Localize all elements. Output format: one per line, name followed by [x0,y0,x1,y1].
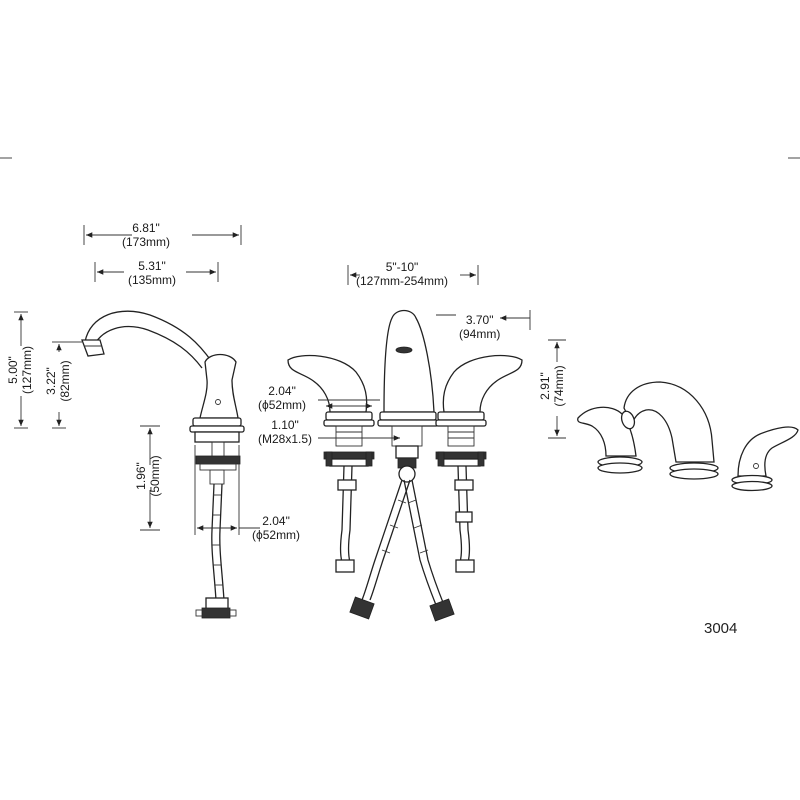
dim-value: 2.04" [262,514,290,528]
dim-metric: (127mm) [20,346,34,395]
dim-thread-size: 1.10" (M28x1.5) [258,418,312,446]
front-view-right-handle [435,354,523,573]
dim-value: 5"-10" [385,260,419,274]
dim-value: 1.10" [271,418,299,432]
perspective-dimension-lines [548,339,566,439]
model-number: 3004 [704,620,738,637]
dim-value: 3.70" [465,313,494,327]
dim-value: 2.91" [538,372,552,400]
dim-metric: (74mm) [552,365,566,407]
dim-widespread-spacing: 5"-10" (127mm-254mm) [356,260,448,288]
dim-spout-reach: 5.31" (135mm) [128,259,176,287]
dim-spout-reach-total: 6.81" (173mm) [122,221,170,249]
dim-metric: (173mm) [122,235,171,249]
dim-spout-outlet-height: 3.22" (82mm) [44,351,72,411]
dim-handle-height-perspective: 2.91" (74mm) [538,356,566,416]
dim-spout-height: 5.00" (127mm) [6,340,34,400]
front-view-dimension-lines [318,265,531,441]
dim-metric: (127mm-254mm) [356,274,449,288]
side-view-faucet [81,310,245,619]
dim-value: 6.81" [132,221,160,235]
front-view-left-handle [287,354,375,573]
dim-value: 1.96" [134,462,148,490]
perspective-view-faucet [577,381,799,492]
dim-metric: (50mm) [148,455,162,497]
dim-metric: (82mm) [58,360,72,402]
dim-metric: (135mm) [128,273,177,287]
front-view-spout [349,309,455,622]
dim-value: 5.31" [138,259,166,273]
dim-metric: (94mm) [459,327,501,341]
dim-metric: (ϕ52mm) [252,528,301,542]
dim-value: 5.00" [6,356,20,384]
dim-handle-height: 3.70" (94mm) [459,313,500,341]
dim-shank-length: 1.96" (50mm) [134,446,162,506]
dim-metric: (M28x1.5) [258,432,313,446]
dim-value: 2.04" [268,384,296,398]
side-view-dimension-lines [14,225,260,535]
dim-metric: (ϕ52mm) [258,398,307,412]
dim-value: 3.22" [44,367,58,395]
dim-base-diameter-front: 2.04" (ϕ52mm) [258,384,306,412]
dim-base-diameter-side: 2.04" (ϕ52mm) [252,514,300,542]
